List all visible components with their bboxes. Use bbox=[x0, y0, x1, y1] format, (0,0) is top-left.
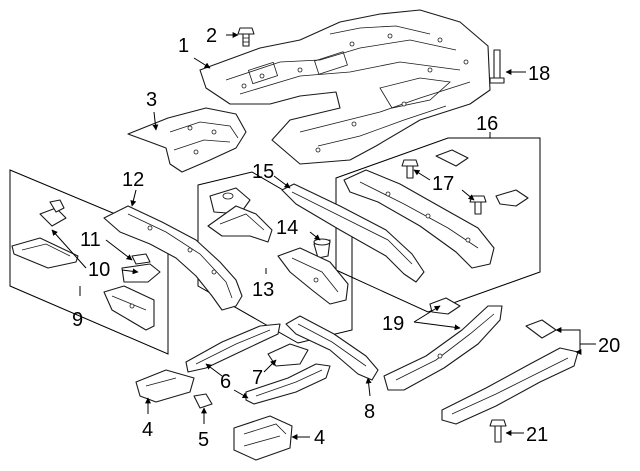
callout-21: 21 bbox=[526, 424, 548, 446]
callout-6: 6 bbox=[220, 371, 231, 393]
bracket-part-13-lower[interactable] bbox=[207, 205, 273, 243]
clip-part-5[interactable] bbox=[193, 393, 213, 409]
clip-part-right-lower[interactable] bbox=[495, 189, 529, 207]
rail-part-15[interactable] bbox=[281, 183, 425, 283]
callout-10: 10 bbox=[88, 259, 110, 281]
rail-part-12[interactable] bbox=[103, 205, 243, 311]
crossmember-part-6-upper[interactable] bbox=[185, 323, 281, 373]
callout-2: 2 bbox=[206, 25, 217, 47]
rail-part-16[interactable] bbox=[343, 169, 495, 269]
stud-part-18[interactable] bbox=[489, 49, 505, 84]
callout-12: 12 bbox=[122, 169, 144, 191]
callout-20: 20 bbox=[598, 335, 620, 357]
group-frame-center bbox=[197, 171, 353, 344]
callout-13: 13 bbox=[252, 279, 274, 301]
callout-19: 19 bbox=[382, 313, 404, 335]
bracket-part-10[interactable] bbox=[121, 253, 161, 283]
bolt-part-21[interactable] bbox=[489, 419, 507, 443]
bracket-part-4-upper[interactable] bbox=[135, 369, 195, 403]
callout-18: 18 bbox=[528, 63, 550, 85]
callout-17: 17 bbox=[432, 173, 454, 195]
bolt-part-2[interactable] bbox=[237, 27, 255, 47]
bracket-part-19[interactable] bbox=[429, 297, 461, 315]
clip-part-right-upper[interactable] bbox=[435, 149, 469, 167]
callout-7: 7 bbox=[252, 367, 263, 389]
callout-5: 5 bbox=[198, 429, 209, 451]
cap-part-14[interactable] bbox=[313, 238, 331, 259]
reinforcement-part-lower-left[interactable] bbox=[103, 285, 155, 331]
bracket-part-3[interactable] bbox=[127, 107, 247, 173]
rail-part-19[interactable] bbox=[383, 305, 503, 391]
callout-14: 14 bbox=[276, 217, 298, 239]
callout-9: 9 bbox=[72, 309, 83, 331]
callout-3: 3 bbox=[146, 89, 157, 111]
bolt-part-17-upper[interactable] bbox=[401, 159, 419, 179]
callout-11: 11 bbox=[80, 229, 101, 251]
rail-part-14[interactable] bbox=[277, 247, 349, 305]
callout-15: 15 bbox=[252, 161, 274, 183]
bracket-part-20[interactable] bbox=[525, 319, 557, 339]
bracket-part-11[interactable] bbox=[39, 199, 67, 227]
bracket-part-4-lower[interactable] bbox=[233, 415, 293, 461]
callout-1: 1 bbox=[178, 35, 189, 57]
crossmember-part-6-lower[interactable] bbox=[245, 363, 331, 405]
callout-16: 16 bbox=[476, 113, 498, 135]
reinforcement-part-9[interactable] bbox=[11, 237, 79, 269]
rail-part-20[interactable] bbox=[441, 347, 579, 425]
floor-pan-part[interactable] bbox=[199, 9, 491, 165]
callout-4-lower: 4 bbox=[314, 427, 325, 449]
callout-8: 8 bbox=[364, 401, 375, 423]
rail-part-8[interactable] bbox=[285, 315, 379, 381]
callout-4-upper: 4 bbox=[142, 419, 153, 441]
